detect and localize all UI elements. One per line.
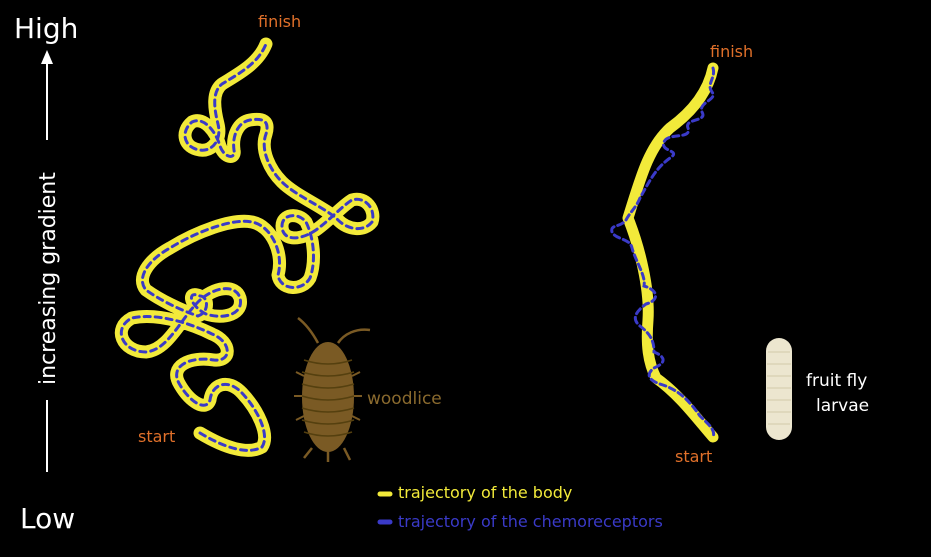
larvae-trajectory: finish start bbox=[610, 42, 753, 466]
axis-low-label: Low bbox=[20, 502, 75, 535]
axis-high-label: High bbox=[14, 12, 78, 45]
larva-icon: fruit fly larvae bbox=[766, 338, 869, 440]
woodlice-start-label: start bbox=[138, 427, 175, 446]
legend: trajectory of the body trajectory of the… bbox=[377, 483, 663, 531]
larvae-chemoreceptor-trajectory bbox=[610, 66, 716, 439]
woodlice-trajectory: finish start bbox=[114, 12, 380, 457]
axis-gradient-label: increasing gradient bbox=[36, 172, 61, 385]
woodlouse-icon: woodlice bbox=[294, 317, 442, 462]
legend-body-label: trajectory of the body bbox=[398, 483, 572, 502]
legend-chemo-label: trajectory of the chemoreceptors bbox=[398, 512, 663, 531]
larvae-start-label: start bbox=[675, 447, 712, 466]
larvae-finish-label: finish bbox=[710, 42, 753, 61]
larvae-label-line1: fruit fly bbox=[806, 371, 867, 391]
larvae-body-trajectory bbox=[622, 62, 719, 443]
woodlice-label: woodlice bbox=[367, 389, 442, 409]
larvae-label-line2: larvae bbox=[816, 396, 869, 416]
woodlice-finish-label: finish bbox=[258, 12, 301, 31]
woodlice-chemoreceptor-trajectory bbox=[119, 42, 375, 452]
gradient-axis: High Low increasing gradient bbox=[14, 12, 78, 535]
axis-arrow-up-icon bbox=[41, 50, 53, 64]
